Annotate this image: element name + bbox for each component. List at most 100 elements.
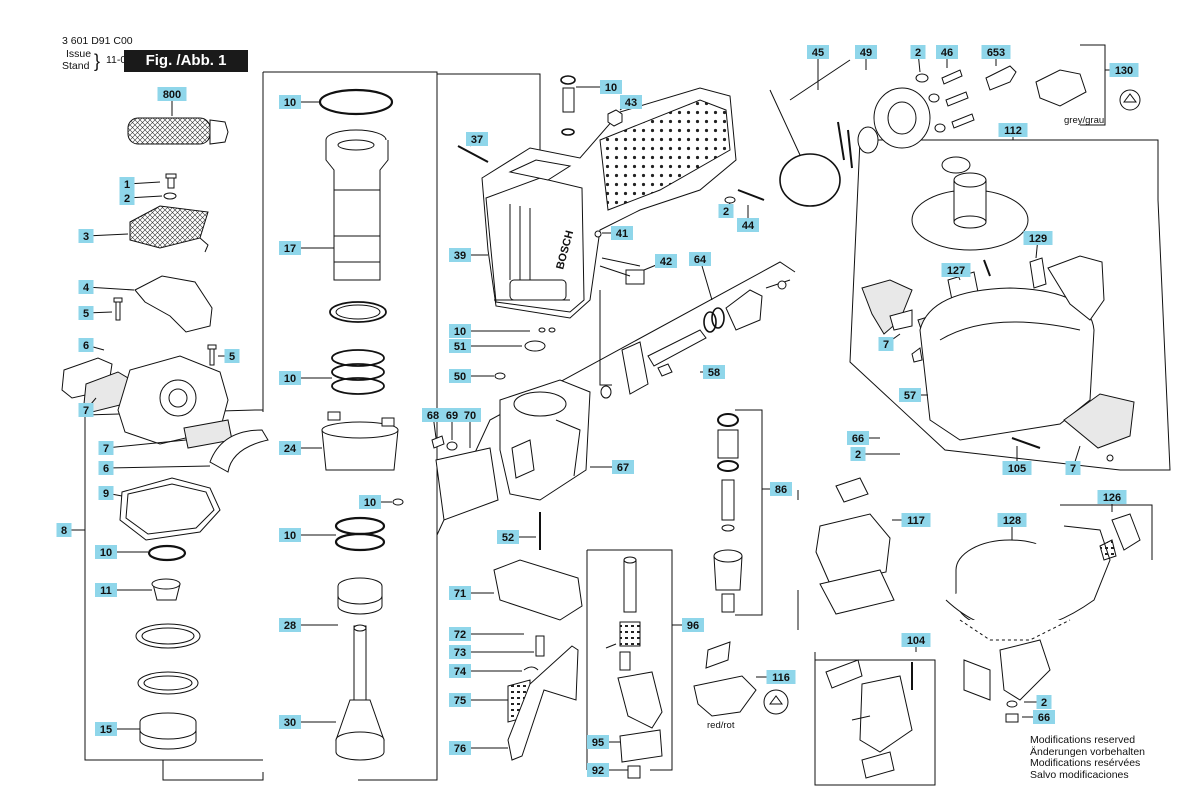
issue-label: Issue — [66, 48, 92, 60]
part-label-2: 2 — [124, 193, 130, 205]
part-label-800: 800 — [163, 89, 181, 101]
part-label-box-49 — [855, 45, 877, 59]
part-label-box-86 — [770, 482, 792, 496]
part-label-box-126 — [1097, 490, 1127, 504]
part-label-box-66 — [847, 431, 869, 445]
part-label-box-104 — [901, 633, 931, 647]
part-label-box-17 — [279, 241, 301, 255]
part-label-box-112 — [998, 123, 1028, 137]
grey-note: grey/grau — [1064, 115, 1104, 126]
part-label-76: 76 — [454, 743, 466, 755]
part-label-box-95 — [587, 735, 609, 749]
part-label-44: 44 — [742, 220, 755, 232]
part-label-42: 42 — [660, 256, 672, 268]
stand-label: Stand — [62, 60, 90, 72]
part-label-box-7 — [98, 441, 114, 455]
part-label-2: 2 — [1041, 697, 1047, 709]
part-label-69: 69 — [446, 410, 458, 422]
part-label-6: 6 — [83, 340, 89, 352]
footer-line-es: Salvo modificaciones — [1030, 768, 1129, 781]
part-label-37: 37 — [471, 134, 483, 146]
part-label-8: 8 — [61, 525, 67, 537]
part-label-box-800 — [157, 87, 187, 101]
part-label-10: 10 — [100, 547, 112, 559]
part-label-73: 73 — [454, 647, 466, 659]
part-label-box-69 — [441, 408, 463, 422]
part-label-7: 7 — [103, 443, 109, 455]
part-label-box-73 — [449, 645, 471, 659]
part-label-11: 11 — [100, 585, 112, 597]
part-label-box-7 — [78, 403, 94, 417]
part-label-box-3 — [78, 229, 94, 243]
part-label-96: 96 — [687, 620, 699, 632]
part-label-box-28 — [279, 618, 301, 632]
part-label-75: 75 — [454, 695, 466, 707]
part-label-box-45 — [807, 45, 829, 59]
part-label-box-10 — [449, 324, 471, 338]
part-label-57: 57 — [904, 390, 916, 402]
part-label-box-127 — [941, 263, 971, 277]
part-label-104: 104 — [907, 635, 926, 647]
part-label-128: 128 — [1003, 515, 1021, 527]
part-label-10: 10 — [284, 373, 296, 385]
part-label-7: 7 — [83, 405, 89, 417]
part-label-66: 66 — [1038, 712, 1050, 724]
part-label-49: 49 — [860, 47, 872, 59]
part-number: 3 601 D91 C00 — [62, 35, 133, 47]
red-note: red/rot — [707, 720, 735, 731]
part-label-116: 116 — [772, 672, 790, 684]
part-label-129: 129 — [1029, 233, 1047, 245]
part-label-24: 24 — [284, 443, 297, 455]
part-label-130: 130 — [1115, 65, 1133, 77]
part-label-41: 41 — [616, 228, 628, 240]
part-label-box-68 — [422, 408, 444, 422]
part-label-box-57 — [899, 388, 921, 402]
part-label-box-2 — [718, 204, 734, 218]
leader-line-7 — [105, 439, 187, 449]
part-label-10: 10 — [454, 326, 466, 338]
issue-brace: } — [94, 51, 101, 71]
part-label-117: 117 — [907, 515, 925, 527]
part-label-box-75 — [449, 693, 471, 707]
part-label-30: 30 — [284, 717, 296, 729]
part-label-box-96 — [682, 618, 704, 632]
part-label-box-10 — [279, 528, 301, 542]
part-label-box-8 — [56, 523, 72, 537]
part-label-2: 2 — [855, 449, 861, 461]
part-label-70: 70 — [464, 410, 476, 422]
part-label-92: 92 — [592, 765, 604, 777]
part-label-box-117 — [901, 513, 931, 527]
part-label-box-10 — [359, 495, 381, 509]
part-label-box-11 — [95, 583, 117, 597]
part-label-box-6 — [98, 461, 114, 475]
part-label-10: 10 — [284, 530, 296, 542]
part-label-46: 46 — [941, 47, 953, 59]
part-label-74: 74 — [454, 666, 467, 678]
part-label-1: 1 — [124, 179, 130, 191]
part-label-box-30 — [279, 715, 301, 729]
part-label-box-24 — [279, 441, 301, 455]
part-label-box-70 — [459, 408, 481, 422]
part-label-box-42 — [655, 254, 677, 268]
part-label-box-58 — [703, 365, 725, 379]
part-label-box-50 — [449, 369, 471, 383]
part-label-box-9 — [98, 486, 114, 500]
part-label-box-67 — [612, 460, 634, 474]
leader-line-4 — [85, 286, 135, 291]
part-label-box-10 — [600, 80, 622, 94]
part-label-box-5 — [78, 306, 94, 320]
part-label-box-72 — [449, 627, 471, 641]
footer-line-fr: Modifications resérvées — [1030, 757, 1141, 769]
part-label-box-7 — [878, 337, 894, 351]
part-label-box-39 — [449, 248, 471, 262]
part-label-3: 3 — [83, 231, 89, 243]
part-label-box-92 — [587, 763, 609, 777]
part-label-box-51 — [449, 339, 471, 353]
part-label-box-15 — [95, 722, 117, 736]
part-label-43: 43 — [625, 97, 637, 109]
part-label-box-1 — [119, 177, 135, 191]
part-label-52: 52 — [502, 532, 514, 544]
part-label-box-6 — [78, 338, 94, 352]
